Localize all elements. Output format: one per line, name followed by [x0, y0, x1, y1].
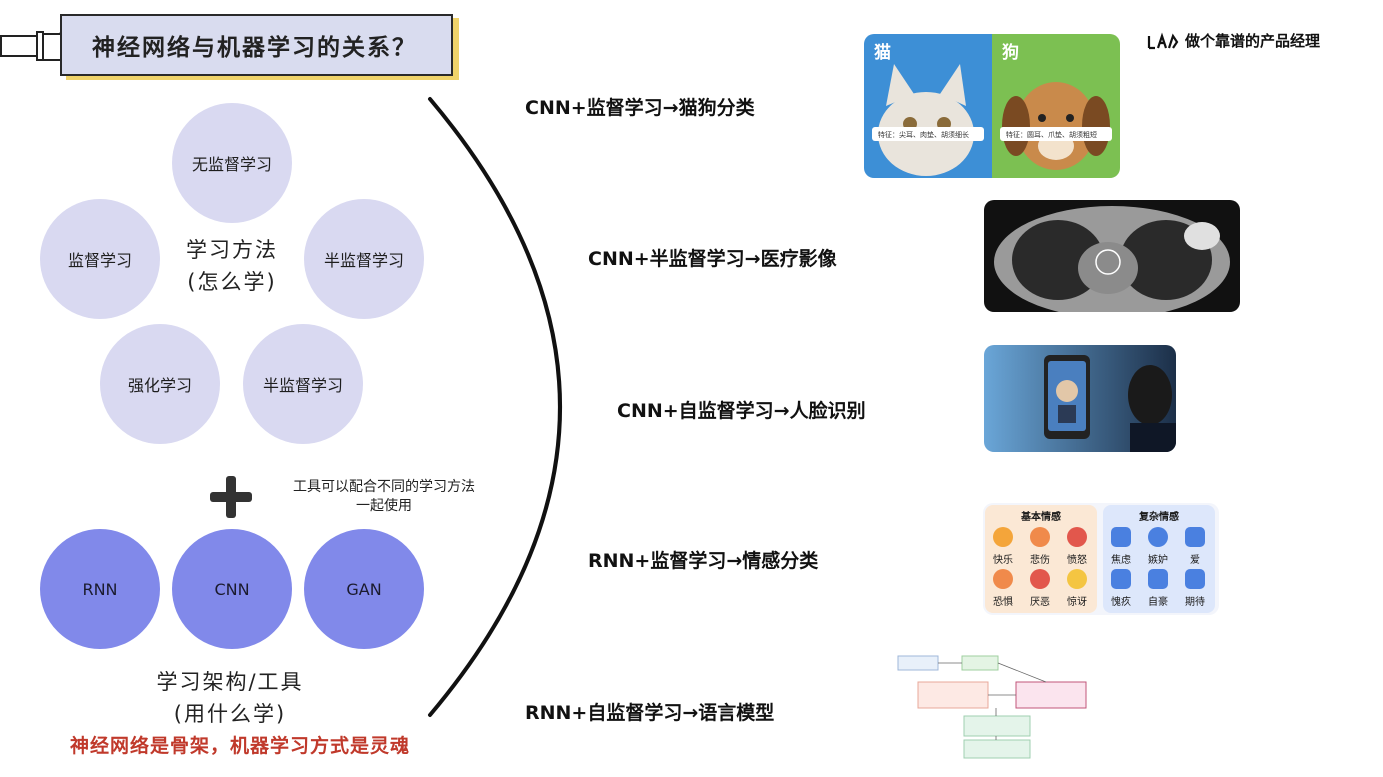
language-model-flow-diagram	[897, 655, 1087, 759]
method-semi-supervised: 半监督学习	[304, 199, 424, 319]
anticipation-icon	[1185, 569, 1205, 589]
architecture-label: 学习架构/工具 (用什么学)	[156, 670, 304, 726]
app-cat-dog: CNN+监督学习→猫狗分类	[525, 97, 755, 119]
emotion-label: 悲伤	[1030, 555, 1050, 566]
method-reinforcement: 强化学习	[100, 324, 220, 444]
brand-logo-icon	[1147, 32, 1179, 49]
surprise-icon	[1067, 569, 1087, 589]
emotion-label: 自豪	[1148, 597, 1168, 608]
app-sentiment: RNN+监督学习→情感分类	[588, 550, 819, 572]
method-semi-supervised-2: 半监督学习	[243, 324, 363, 444]
face-scan-illustration	[984, 345, 1176, 452]
medical-image	[984, 200, 1240, 312]
fear-icon	[993, 569, 1013, 589]
guilt-icon	[1111, 569, 1131, 589]
title-banner: 神经网络与机器学习的关系？	[60, 14, 453, 76]
brand: 做个靠谱的产品经理	[1147, 30, 1320, 51]
arch-cnn: CNN	[172, 529, 292, 649]
combination-note: 工具可以配合不同的学习方法 一起使用	[293, 479, 475, 514]
face-recognition-image	[984, 345, 1176, 452]
emotion-label: 焦虑	[1111, 555, 1131, 566]
methods-center-label: 学习方法 (怎么学)	[186, 238, 278, 294]
pride-icon	[1148, 569, 1168, 589]
arch-gan: GAN	[304, 529, 424, 649]
angry-icon	[1067, 527, 1087, 547]
page-title: 神经网络与机器学习的关系？	[92, 35, 417, 61]
emotion-label: 愧疚	[1111, 597, 1131, 608]
jealousy-icon	[1148, 527, 1168, 547]
emotion-label: 恐惧	[993, 597, 1013, 608]
cat-caption: 特征：尖耳、肉垫、胡须细长	[878, 130, 969, 139]
conclusion-text: 神经网络是骨架，机器学习方式是灵魂	[69, 735, 410, 757]
disgust-icon	[1030, 569, 1050, 589]
basic-emotion-panel	[985, 505, 1097, 613]
complex-emotion-panel	[1103, 505, 1215, 613]
emotion-label: 快乐	[993, 555, 1013, 566]
sad-icon	[1030, 527, 1050, 547]
dog-caption: 特征：圆耳、爪垫、胡须粗短	[1006, 130, 1097, 139]
app-face: CNN+自监督学习→人脸识别	[617, 400, 866, 422]
emotion-label: 愤怒	[1067, 555, 1087, 566]
app-language: RNN+自监督学习→语言模型	[525, 702, 775, 724]
emotion-chart-image: 基本情感 复杂情感 快乐 悲伤 愤怒 恐惧 厌恶 惊讶 焦虑 嫉妒 爱 愧疚 自…	[983, 503, 1219, 615]
dog-label: 狗	[1002, 42, 1019, 63]
emotion-label: 爱	[1190, 555, 1200, 566]
ct-scan-illustration	[984, 200, 1240, 312]
basic-emotion-title: 基本情感	[1021, 512, 1061, 523]
cat-dog-illustration: 猫 狗 特征：尖耳、肉垫、胡须细长 特征：圆耳、爪垫、胡须粗短	[864, 34, 1120, 178]
arch-rnn: RNN	[40, 529, 160, 649]
emotion-label: 惊讶	[1067, 597, 1087, 608]
bracket-arc	[428, 97, 562, 717]
brand-name: 做个靠谱的产品经理	[1185, 32, 1321, 50]
emotion-label: 厌恶	[1030, 597, 1050, 608]
app-medical: CNN+半监督学习→医疗影像	[588, 248, 837, 270]
emotion-label: 期待	[1185, 597, 1205, 608]
anxiety-icon	[1111, 527, 1131, 547]
method-unsupervised: 无监督学习	[172, 103, 292, 223]
method-supervised: 监督学习	[40, 199, 160, 319]
love-icon	[1185, 527, 1205, 547]
plus-icon	[210, 476, 252, 518]
complex-emotion-title: 复杂情感	[1139, 512, 1179, 523]
happy-icon	[993, 527, 1013, 547]
cat-label: 猫	[874, 42, 891, 63]
emotion-label: 嫉妒	[1148, 555, 1168, 566]
cat-dog-image: 猫 狗 特征：尖耳、肉垫、胡须细长 特征：圆耳、爪垫、胡须粗短	[864, 34, 1120, 178]
